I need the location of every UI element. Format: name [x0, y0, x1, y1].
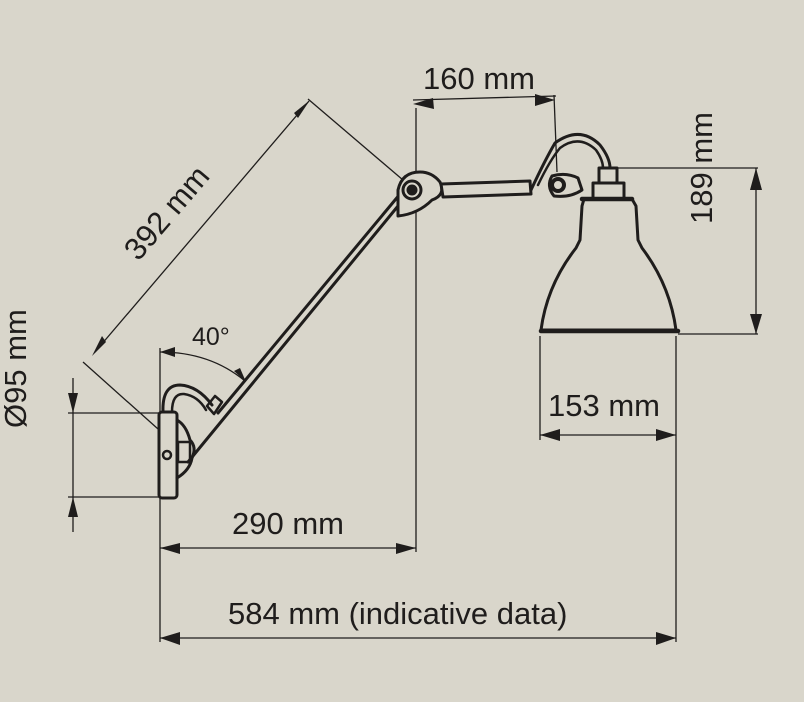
- label-arm-length: 392 mm: [117, 159, 216, 267]
- upper-arm: [439, 179, 533, 199]
- label-shade-height: 189 mm: [684, 112, 719, 224]
- shade-hook: [529, 133, 612, 192]
- dimension-shade-diameter: [539, 336, 676, 441]
- socket-top: [597, 166, 619, 185]
- dimension-wall-plate: [68, 378, 163, 532]
- label-upper-arm: 160 mm: [423, 61, 535, 96]
- label-shade-diameter: 153 mm: [548, 388, 660, 423]
- label-projection-joint: 290 mm: [232, 506, 344, 541]
- wall-plate-screw: [161, 449, 173, 461]
- dimension-upper-arm: [412, 94, 558, 173]
- lower-arm-rod: [216, 180, 412, 415]
- label-wall-plate: Ø95 mm: [0, 309, 33, 428]
- socket-base: [591, 181, 626, 201]
- dimension-arm-length: [82, 98, 404, 455]
- label-angle: 40°: [192, 323, 230, 351]
- lamp-shade: [539, 197, 678, 332]
- dimension-total-projection: [160, 336, 677, 645]
- lower-arm-rod: [186, 204, 400, 464]
- wall-plate: [157, 410, 179, 500]
- lamp-illustration: [157, 133, 681, 500]
- elbow-joint: [396, 170, 444, 218]
- dimension-shade-height: [618, 167, 762, 335]
- label-total-projection: 584 mm (indicative data): [228, 596, 567, 631]
